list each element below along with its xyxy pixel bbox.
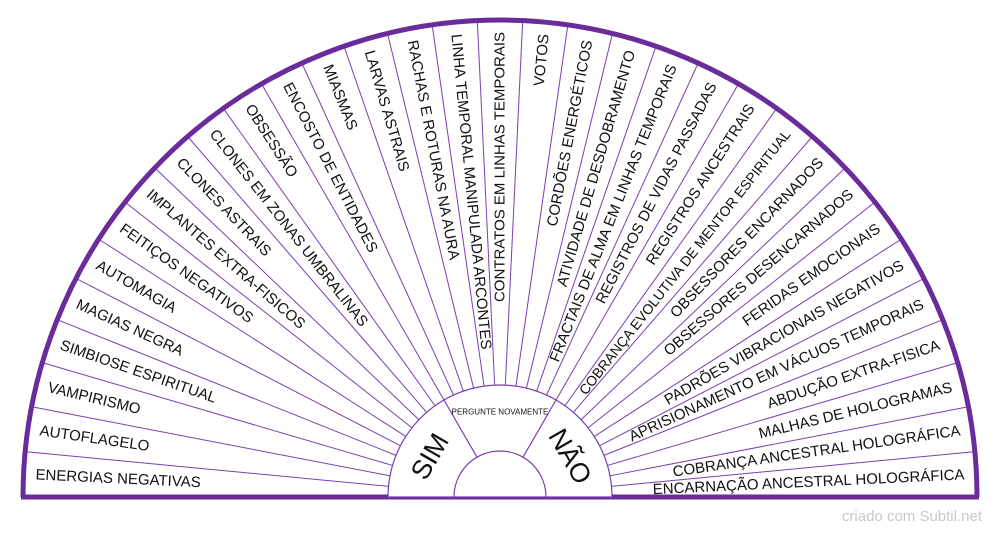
sector-divider: [222, 108, 436, 407]
sector-divider: [343, 46, 464, 392]
sector-divider: [611, 451, 975, 487]
outer-semicircle: [23, 20, 977, 497]
sector-divider: [564, 108, 778, 407]
sector-divider: [387, 33, 475, 389]
sector-divider: [476, 20, 496, 386]
sector-divider: [124, 201, 413, 429]
sector-divider: [599, 277, 925, 447]
center-cap: [453, 450, 547, 498]
sector-divider: [546, 62, 699, 396]
sector-divider: [42, 362, 393, 466]
sector-divider: [261, 83, 445, 401]
sector-divider: [431, 24, 485, 387]
sector-divider: [536, 46, 657, 392]
sector-divider: [609, 406, 969, 477]
sector-divider: [515, 24, 569, 387]
ask-again-label: PERGUNTE NOVAMENTE: [452, 408, 549, 417]
sector-divider: [25, 451, 389, 487]
sector-divider: [56, 319, 397, 456]
sector-label: VOTOS: [531, 33, 553, 87]
sector-divider: [75, 277, 401, 447]
sector-label: CONTRATOS EM LINHAS TEMPORAIS: [492, 32, 509, 302]
inner-divider: [522, 399, 557, 458]
sector-divider: [525, 33, 613, 389]
sector-divider: [154, 167, 420, 421]
sector-divider: [587, 201, 876, 429]
sector-divider: [572, 136, 813, 413]
sector-divider: [31, 406, 391, 477]
sector-dividers: [20, 17, 980, 500]
sector-divider: [555, 83, 739, 401]
sector-divider: [607, 362, 958, 466]
sector-divider: [593, 238, 902, 437]
sector-divider: [301, 62, 454, 396]
sector-divider: [504, 20, 524, 386]
sector-divider: [603, 319, 944, 456]
sector-divider: [187, 136, 428, 413]
inner-divider: [443, 399, 478, 458]
outer-arc: [20, 17, 980, 498]
inner-semicircle: [387, 384, 613, 498]
sector-divider: [98, 238, 407, 437]
credit-text: criado com Subtil.net: [841, 508, 982, 525]
sector-divider: [580, 167, 846, 421]
